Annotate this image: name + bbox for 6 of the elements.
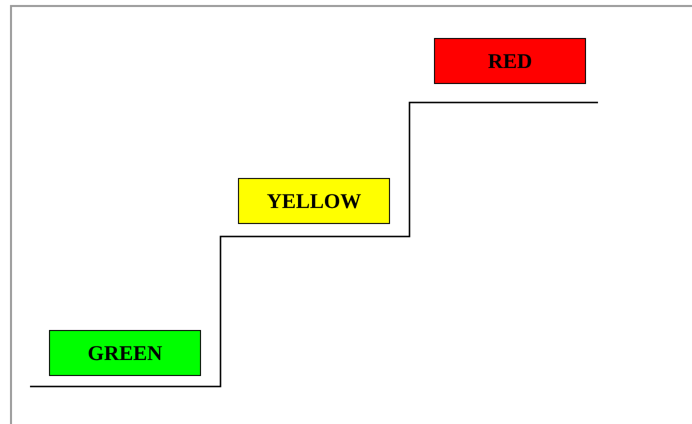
step-label: YELLOW [266,188,362,214]
step-box [49,330,201,376]
step-label: GREEN [88,340,162,366]
step-label: RED [488,48,532,74]
step-box [434,38,586,84]
step-box [238,178,390,224]
